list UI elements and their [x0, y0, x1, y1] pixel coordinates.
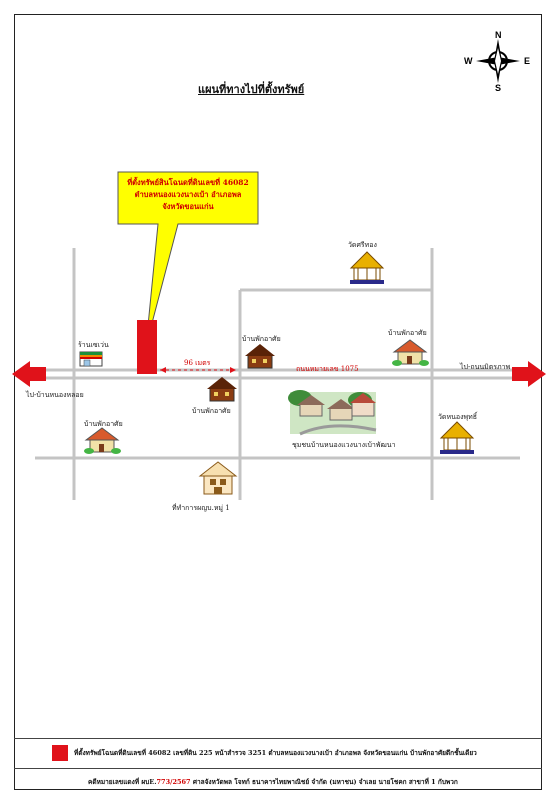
label-seven-eleven: ร้านเซเว่น — [78, 341, 109, 349]
label-house-center-top: บ้านพักอาศัย — [242, 335, 281, 343]
label-wat-sri-thong: วัดศรีทอง — [348, 241, 377, 249]
house-icon-center-bottom — [207, 377, 237, 402]
callout-balloon — [117, 171, 259, 347]
legend-divider-top — [14, 738, 542, 739]
village-office-icon — [198, 461, 238, 495]
legend-divider-bottom — [14, 768, 542, 769]
legend-marker-swatch — [52, 745, 68, 761]
property-marker — [137, 320, 157, 374]
map-frame — [14, 14, 542, 790]
temple-icon-top — [349, 251, 385, 284]
compass-n: N — [495, 30, 502, 40]
footer-case-number: 773/2567 — [156, 778, 191, 786]
legend-row: ที่ตั้งทรัพย์โฉนดที่ดินเลขที่ 46082 เลขท… — [52, 745, 542, 761]
label-wat-nong-phuphruek: วัดหนองพุทธิ์ — [438, 413, 477, 421]
footer-suffix: ศาลจังหวัดพล โจทก์ ธนาคารไทยพาณิชย์ จำกั… — [190, 778, 458, 786]
callout-line-2: ตำบลหนองแวงนางเบ้า อำเภอพล — [134, 190, 242, 199]
label-house-center-bottom: บ้านพักอาศัย — [192, 407, 231, 415]
house-icon-center-top — [245, 344, 275, 369]
community-village-icon — [288, 390, 377, 436]
label-to-right: ไป-ถนนมิตรภาพ — [460, 363, 511, 371]
compass-s: S — [495, 83, 501, 92]
label-road-1075: ถนนหมายเลข 1075 — [296, 365, 359, 373]
label-to-left: ไป-บ้านหนองหลอย — [26, 391, 84, 399]
left-arrow-icon — [12, 361, 46, 387]
temple-icon-bottom — [439, 421, 475, 454]
footer-prefix: คดีหมายเลขแดงที่ ผบE. — [88, 778, 157, 786]
label-distance: 96 เมตร — [184, 359, 211, 367]
label-house-top-right: บ้านพักอาศัย — [388, 329, 427, 337]
compass-w: W — [464, 56, 473, 66]
seven-eleven-icon — [79, 351, 103, 367]
compass-rose-icon: N S W E — [464, 30, 530, 92]
callout-text: ที่ตั้งทรัพย์สินโฉนดที่ดินเลขที่ 46082 ต… — [120, 177, 256, 213]
right-arrow-icon — [512, 361, 546, 387]
label-village-office: ที่ทำการผญบ.หมู่ 1 — [172, 504, 230, 512]
house-icon-top-right — [392, 339, 429, 366]
footer-case-info: คดีหมายเลขแดงที่ ผบE.773/2567 ศาลจังหวัด… — [88, 777, 458, 787]
label-house-left: บ้านพักอาศัย — [84, 420, 123, 428]
map-title: แผนที่ทางไปที่ตั้งทรัพย์ — [198, 83, 305, 96]
callout-line-3: จังหวัดขอนแก่น — [162, 202, 214, 211]
label-community: ชุมชนบ้านหนองแวงนางเบ้าพัฒนา — [292, 441, 396, 449]
legend-text: ที่ตั้งทรัพย์โฉนดที่ดินเลขที่ 46082 เลขท… — [74, 749, 477, 757]
compass-e: E — [524, 56, 530, 66]
callout-line-1: ที่ตั้งทรัพย์สินโฉนดที่ดินเลขที่ 46082 — [127, 178, 249, 187]
house-icon-left — [84, 427, 121, 454]
